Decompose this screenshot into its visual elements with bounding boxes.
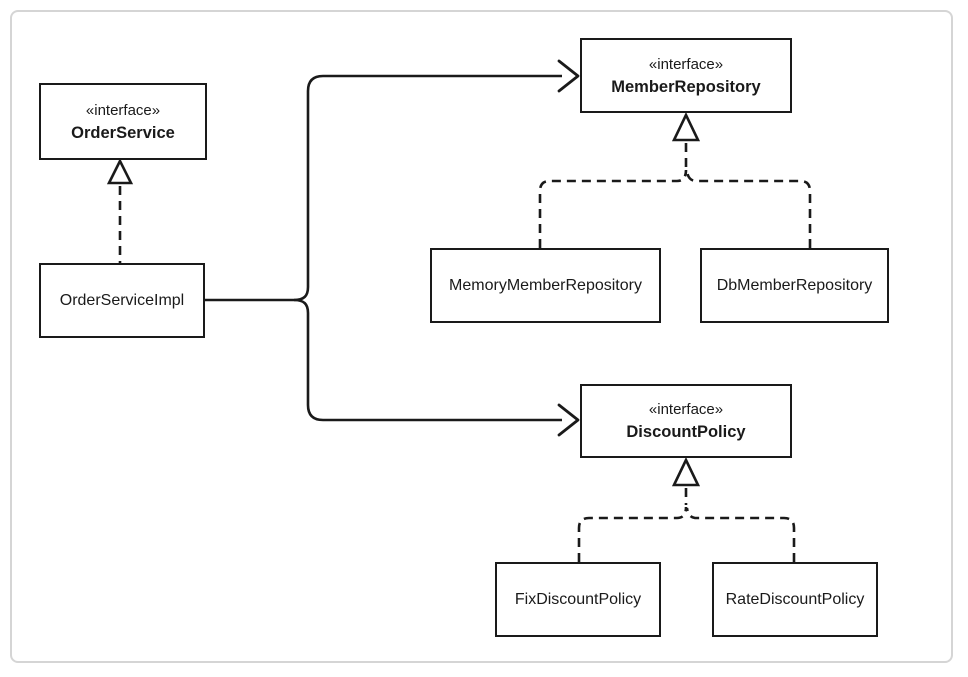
open-arrowhead-discountpolicy (557, 403, 580, 437)
class-box-order-service-impl: OrderServiceImpl (39, 263, 205, 338)
class-box-db-member-repository: DbMemberRepository (700, 248, 889, 323)
class-name: OrderServiceImpl (59, 291, 185, 309)
class-box-member-repository: «interface» MemberRepository (580, 38, 792, 113)
stereotype-label: «interface» (85, 101, 161, 119)
open-arrowhead-memberrepository (557, 59, 580, 93)
class-name: RateDiscountPolicy (725, 590, 865, 608)
hollow-triangle-arrowhead (671, 456, 701, 487)
class-box-rate-discount-policy: RateDiscountPolicy (712, 562, 878, 637)
class-name: DiscountPolicy (626, 423, 746, 441)
class-name: FixDiscountPolicy (514, 590, 642, 608)
class-box-order-service: «interface» OrderService (39, 83, 207, 160)
dependency-orderserviceimpl-branches (205, 59, 580, 437)
realization-tree-discountpolicy (577, 456, 796, 562)
hollow-triangle-arrowhead (671, 111, 701, 142)
class-name: OrderService (71, 123, 175, 142)
class-name: DbMemberRepository (716, 276, 873, 294)
realization-orderserviceimpl-orderservice (106, 158, 134, 263)
hollow-triangle-arrowhead (106, 158, 134, 185)
stereotype-label: «interface» (648, 401, 724, 418)
class-name: MemberRepository (611, 77, 761, 96)
realization-tree-memberrepository (538, 111, 812, 248)
class-name: MemoryMemberRepository (449, 276, 642, 294)
class-box-discount-policy: «interface» DiscountPolicy (580, 384, 792, 458)
stereotype-label: «interface» (648, 55, 724, 73)
class-box-memory-member-repository: MemoryMemberRepository (430, 248, 661, 323)
class-box-fix-discount-policy: FixDiscountPolicy (495, 562, 661, 637)
